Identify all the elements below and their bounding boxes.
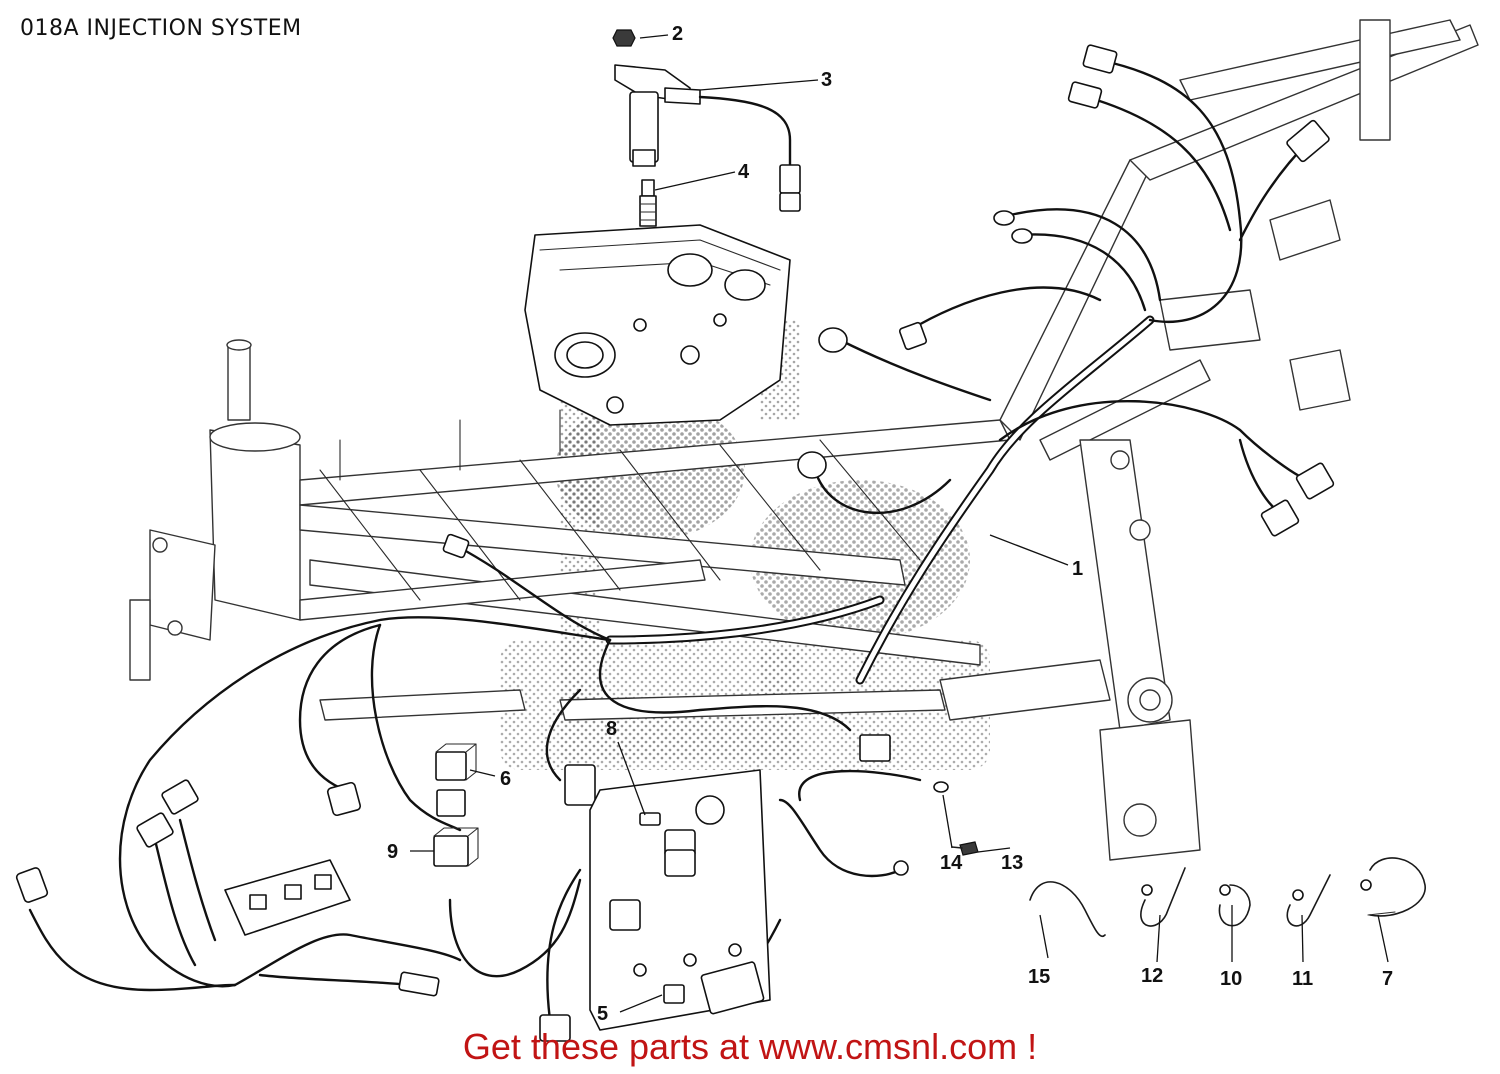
cable-clip-15 — [1029, 881, 1106, 937]
motorcycle-frame — [129, 19, 1479, 861]
relay-9 — [433, 827, 479, 867]
spark-plug — [639, 179, 657, 227]
callout-numbers: 1 2 3 4 5 6 7 8 9 10 11 12 13 14 15 — [387, 23, 1393, 1025]
callout-8: 8 — [606, 718, 617, 740]
ecu-connector — [700, 961, 765, 1015]
harness-connectors — [15, 44, 1335, 1042]
ecu-bracket — [589, 769, 771, 1031]
callout-14: 14 — [940, 852, 963, 874]
fuse — [663, 984, 685, 1004]
callout-12: 12 — [1141, 965, 1163, 987]
cap-nut — [612, 29, 636, 47]
callout-3: 3 — [821, 69, 832, 91]
cable-clip-12 — [1140, 867, 1186, 927]
callout-4: 4 — [738, 161, 750, 183]
callout-2: 2 — [672, 23, 683, 45]
callout-5: 5 — [597, 1003, 608, 1025]
callout-7: 7 — [1382, 968, 1393, 990]
cable-clip-7 — [1360, 857, 1426, 917]
callout-9: 9 — [387, 841, 398, 863]
relay-block — [224, 859, 351, 936]
small-connector — [639, 812, 661, 826]
ignition-coil — [614, 64, 801, 212]
cable-clip-11 — [1286, 874, 1331, 927]
cable-clip-10 — [1218, 884, 1251, 927]
callout-15: 15 — [1028, 966, 1050, 988]
callout-10: 10 — [1220, 968, 1242, 990]
washer — [933, 781, 949, 793]
relay — [435, 743, 477, 817]
page-title: 018A INJECTION SYSTEM — [20, 16, 302, 41]
callout-1: 1 — [1072, 558, 1083, 580]
callout-13: 13 — [1001, 852, 1023, 874]
callout-11: 11 — [1292, 968, 1313, 990]
parts-website-banner: Get these parts at www.cmsnl.com ! — [462, 1026, 1038, 1067]
leader-lines — [410, 34, 1389, 1013]
callout-6: 6 — [500, 768, 511, 790]
main-wiring-harness — [28, 58, 1312, 1022]
cylinder-head — [524, 224, 791, 426]
